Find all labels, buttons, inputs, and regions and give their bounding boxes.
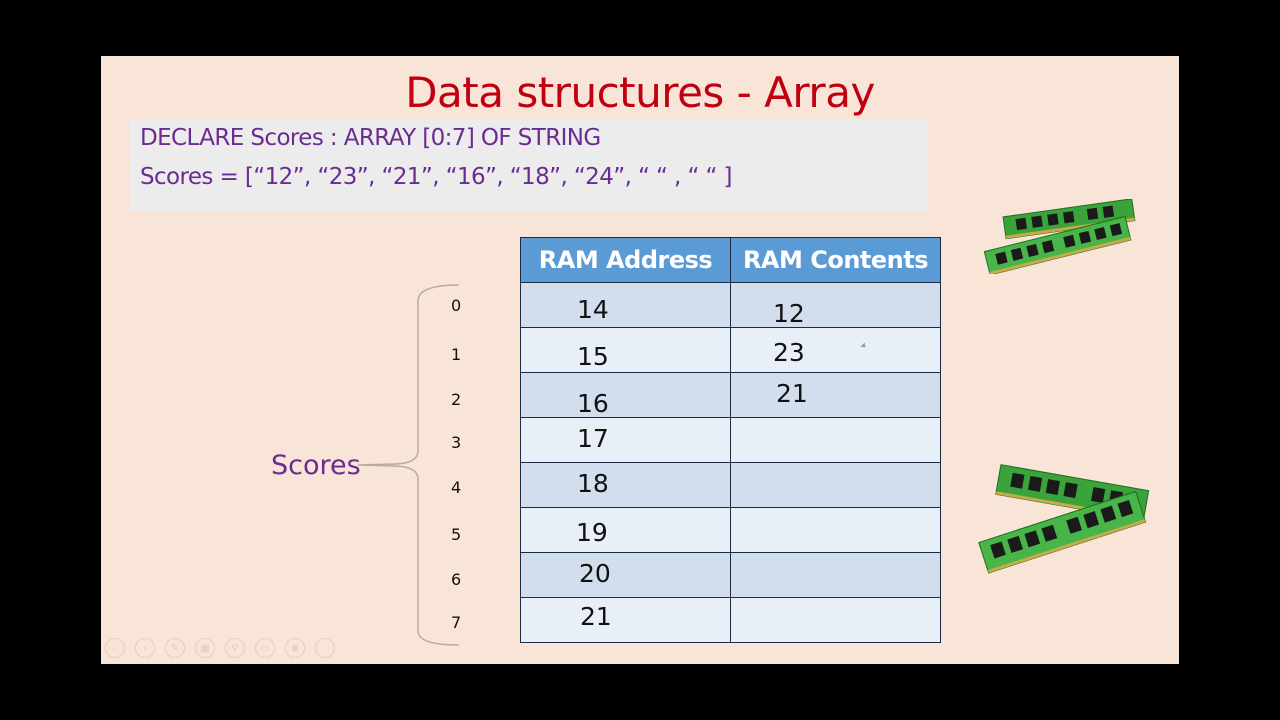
array-label: Scores — [271, 450, 361, 481]
slideshow-controls: ‹ › ✎ ▦ ⚲ ▭ ◙ ⋯ — [105, 638, 335, 658]
contents-value: 12 — [773, 299, 805, 328]
address-value: 15 — [577, 342, 609, 371]
curly-brace-icon — [357, 284, 460, 646]
slides-icon[interactable]: ▦ — [195, 638, 215, 658]
table-row: 18 — [520, 462, 941, 508]
contents-cell — [730, 597, 941, 643]
slide-title: Data structures - Array — [405, 68, 875, 117]
contents-cell: 21 — [730, 372, 941, 418]
address-cell: 16 — [520, 372, 731, 418]
address-value: 16 — [577, 389, 609, 418]
address-cell: 18 — [520, 462, 731, 508]
header-ram-contents: RAM Contents — [730, 237, 941, 283]
address-value: 14 — [577, 295, 609, 324]
presentation-slide: Data structures - Array DECLARE Scores :… — [101, 56, 1179, 664]
address-cell: 15 — [520, 327, 731, 373]
address-cell: 17 — [520, 417, 731, 463]
contents-cell: 12 — [730, 282, 941, 328]
contents-value: 21 — [776, 379, 808, 408]
address-value: 20 — [579, 559, 611, 588]
table-row: 15 23 — [520, 327, 941, 373]
address-cell: 21 — [520, 597, 731, 643]
array-index: 7 — [451, 613, 462, 632]
array-index: 0 — [451, 296, 462, 315]
camera-icon[interactable]: ◙ — [285, 638, 305, 658]
next-icon[interactable]: › — [135, 638, 155, 658]
array-index: 2 — [451, 390, 462, 409]
code-box: DECLARE Scores : ARRAY [0:7] OF STRING S… — [130, 119, 928, 211]
contents-cell — [730, 552, 941, 598]
contents-cell — [730, 507, 941, 553]
address-value: 18 — [577, 469, 609, 498]
array-index: 6 — [451, 570, 462, 589]
assignment-statement: Scores = [“12”, “23”, “21”, “16”, “18”, … — [140, 164, 732, 190]
array-index: 3 — [451, 433, 462, 452]
address-value: 21 — [580, 602, 612, 631]
previous-icon[interactable]: ‹ — [105, 638, 125, 658]
contents-value: 23 — [773, 338, 805, 367]
table-row: 16 21 — [520, 372, 941, 418]
contents-cell: 23 — [730, 327, 941, 373]
pen-icon[interactable]: ✎ — [165, 638, 185, 658]
address-cell: 19 — [520, 507, 731, 553]
address-value: 19 — [576, 518, 608, 547]
table-row: 20 — [520, 552, 941, 598]
ram-table: RAM Address RAM Contents 14 12 15 23 16 … — [520, 237, 941, 643]
table-row: 21 — [520, 597, 941, 643]
header-ram-address: RAM Address — [520, 237, 731, 283]
array-index: 4 — [451, 478, 462, 497]
zoom-icon[interactable]: ⚲ — [225, 638, 245, 658]
ram-modules-image — [983, 199, 1136, 274]
declare-statement: DECLARE Scores : ARRAY [0:7] OF STRING — [140, 125, 601, 151]
table-header-row: RAM Address RAM Contents — [520, 237, 941, 283]
address-value: 17 — [577, 424, 609, 453]
contents-cell — [730, 462, 941, 508]
array-index: 5 — [451, 525, 462, 544]
table-row: 14 12 — [520, 282, 941, 328]
table-row: 19 — [520, 507, 941, 553]
address-cell: 14 — [520, 282, 731, 328]
address-cell: 20 — [520, 552, 731, 598]
table-row: 17 — [520, 417, 941, 463]
contents-cell — [730, 417, 941, 463]
subtitles-icon[interactable]: ▭ — [255, 638, 275, 658]
array-index: 1 — [451, 345, 462, 364]
more-icon[interactable]: ⋯ — [315, 638, 335, 658]
